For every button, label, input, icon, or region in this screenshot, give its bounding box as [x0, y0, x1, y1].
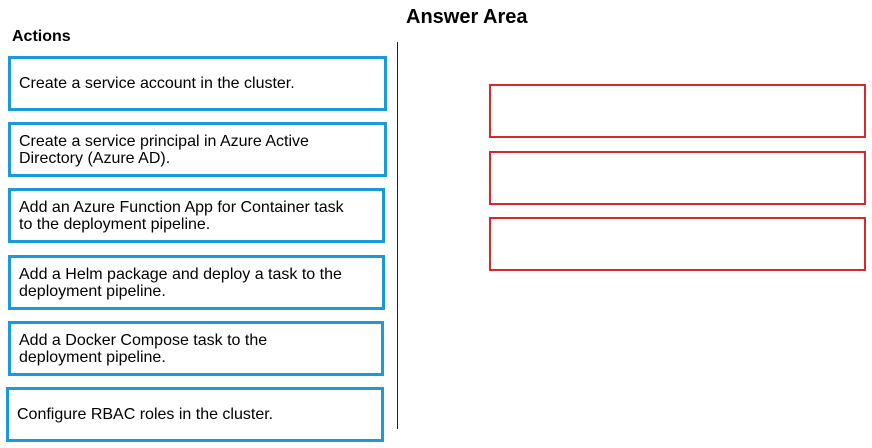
answer-slot-1[interactable] [489, 84, 866, 138]
action-item-label: Create a service principal in Azure Acti… [19, 132, 309, 167]
action-item-create-service-principal[interactable]: Create a service principal in Azure Acti… [8, 122, 387, 177]
answer-area-title: Answer Area [406, 6, 528, 28]
action-item-label: Add a Docker Compose task to the deploym… [19, 331, 268, 366]
action-item-add-function-app-task[interactable]: Add an Azure Function App for Container … [8, 188, 385, 243]
actions-title: Actions [12, 28, 71, 45]
column-divider [397, 42, 398, 429]
answer-slot-2[interactable] [489, 151, 866, 205]
action-item-create-service-account[interactable]: Create a service account in the cluster. [8, 56, 387, 111]
action-item-configure-rbac-roles[interactable]: Configure RBAC roles in the cluster. [6, 387, 384, 442]
action-item-add-helm-package-task[interactable]: Add a Helm package and deploy a task to … [8, 255, 385, 310]
action-item-label: Add a Helm package and deploy a task to … [19, 265, 342, 300]
action-item-add-docker-compose-task[interactable]: Add a Docker Compose task to the deploym… [8, 321, 384, 376]
action-item-label: Configure RBAC roles in the cluster. [17, 406, 274, 423]
answer-slot-3[interactable] [489, 217, 866, 271]
action-item-label: Add an Azure Function App for Container … [19, 198, 344, 233]
action-item-label: Create a service account in the cluster. [19, 75, 295, 92]
